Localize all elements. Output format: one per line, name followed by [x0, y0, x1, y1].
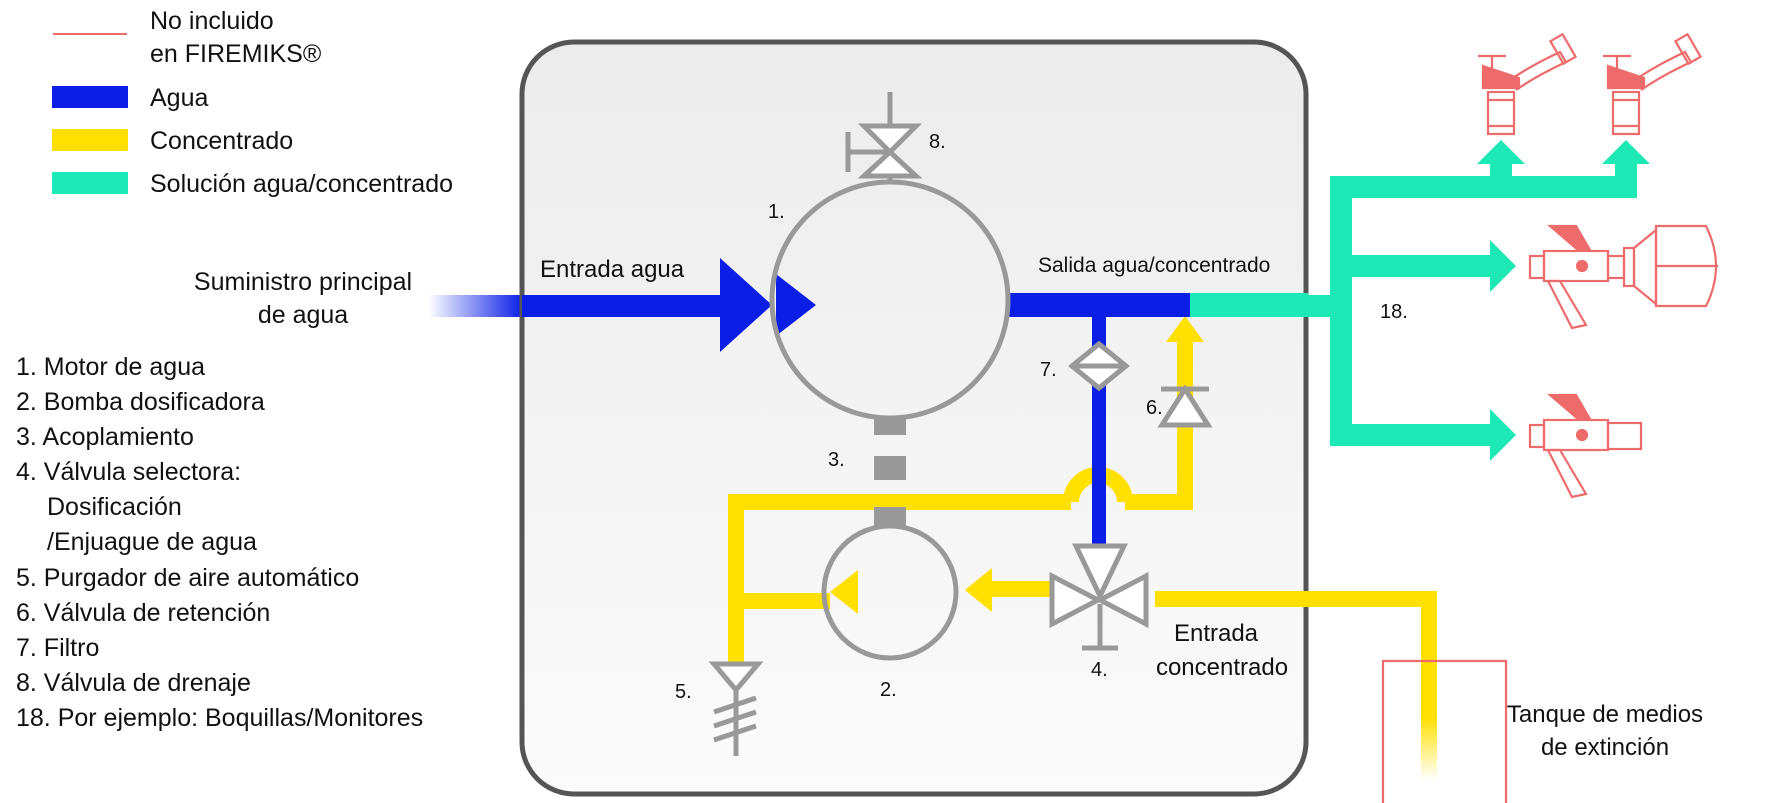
- marker-coupling: 3.: [828, 449, 845, 471]
- concentrate-feed-vertical: [1421, 591, 1437, 691]
- concentrate-inlet-label-line1: Entrada: [1174, 620, 1259, 647]
- marker-filter: 7.: [1040, 359, 1057, 381]
- concentrate-bypass-vertical: [728, 494, 744, 664]
- selector-valve-top: [1072, 543, 1128, 602]
- foam-nozzle: [1528, 224, 1718, 330]
- coupling-lower: [874, 507, 906, 526]
- marker-check-valve: 6.: [1146, 397, 1163, 419]
- marker-selector-valve: 4.: [1091, 659, 1108, 681]
- air-vent-hatch: [713, 723, 757, 743]
- components-list: 1. Motor de agua 2. Bomba dosificadora 3…: [16, 353, 423, 732]
- arrow-up-icon: [1166, 316, 1204, 342]
- coupling-middle: [874, 456, 906, 480]
- air-vent-hatch: [713, 709, 757, 729]
- legend: No incluido en FIREMIKS® Agua Concentrad…: [52, 7, 453, 198]
- component-item: 4. Válvula selectora:: [16, 458, 241, 486]
- concentrate-piping: [728, 330, 1437, 691]
- component-item: 3. Acoplamiento: [16, 423, 194, 451]
- solution-branch-top: [1330, 176, 1636, 198]
- monitor-nozzle-1: [1478, 32, 1578, 136]
- concentrate-bypass-top: [728, 494, 1071, 510]
- component-item: 2. Bomba dosificadora: [16, 388, 265, 416]
- component-item: 5. Purgador de aire automático: [16, 564, 359, 592]
- arrow-up-icon: [1602, 140, 1650, 164]
- legend-water-label: Agua: [150, 84, 208, 112]
- tank-label-line1: Tanque de medios: [1507, 701, 1703, 728]
- legend-concentrate-label: Concentrado: [150, 127, 293, 155]
- component-item: 7. Filtro: [16, 634, 99, 662]
- marker-outlets: 18.: [1380, 301, 1408, 323]
- main-supply-pipe: [428, 295, 523, 317]
- concentrate-to-pump: [990, 581, 1052, 597]
- solution-riser-1: [1490, 160, 1512, 198]
- arrow-right-icon: [1490, 240, 1516, 292]
- component-item: Dosificación: [47, 493, 182, 521]
- component-item: 1. Motor de agua: [16, 353, 205, 381]
- legend-not-included-line2: en FIREMIKS®: [150, 40, 322, 68]
- main-supply-label-line2: de agua: [258, 301, 348, 329]
- arrow-left-icon: [965, 568, 992, 612]
- arrow-right-icon: [720, 258, 772, 352]
- solution-branch-middle: [1330, 255, 1492, 277]
- tank-label-line2: de extinción: [1541, 734, 1669, 761]
- arrow-up-icon: [1477, 140, 1525, 164]
- marker-air-vent: 5.: [675, 681, 692, 703]
- marker-drain-valve: 8.: [929, 131, 946, 153]
- drain-valve-body: [857, 123, 923, 156]
- water-inlet-label: Entrada agua: [540, 256, 685, 283]
- solution-riser-2: [1615, 160, 1637, 198]
- check-valve-body: [1157, 384, 1213, 428]
- solution-branch-bottom: [1330, 424, 1492, 446]
- drain-valve-body: [857, 148, 923, 179]
- jet-nozzle: [1528, 393, 1643, 499]
- dosing-pump-arrow: [830, 570, 858, 614]
- solution-inside-pipe: [1190, 293, 1308, 317]
- concentrate-inlet-label-line2: concentrado: [1156, 654, 1288, 681]
- water-inlet-pipe: [522, 295, 722, 317]
- solution-outlet-label: Salida agua/concentrado: [1038, 254, 1270, 277]
- devices: [708, 92, 1213, 756]
- concentrate-pump-outlet: [744, 593, 830, 609]
- marker-dosing-pump: 2.: [880, 679, 897, 701]
- concentrate-bypass-right: [1125, 494, 1193, 510]
- component-item: 6. Válvula de retención: [16, 599, 270, 627]
- arrow-right-icon: [1490, 409, 1516, 461]
- legend-solution-label: Solución agua/concentrado: [150, 170, 453, 198]
- monitor-nozzle-2: [1603, 32, 1703, 136]
- selector-valve-left: [1049, 571, 1104, 629]
- legend-swatch-concentrate: [52, 129, 128, 151]
- water-motor-inlet-arrow: [776, 274, 816, 336]
- water-outlet-pipe: [1008, 293, 1193, 317]
- water-piping: [522, 258, 1193, 545]
- air-vent: [708, 661, 764, 694]
- component-item: 18. Por ejemplo: Boquillas/Monitores: [16, 704, 423, 732]
- legend-not-included-line1: No incluido: [150, 7, 274, 35]
- legend-swatch-solution: [52, 172, 128, 194]
- solution-manifold: [1330, 176, 1352, 444]
- concentrate-feed-horizontal: [1155, 591, 1437, 607]
- marker-water-motor: 1.: [768, 201, 785, 223]
- component-item: /Enjuague de agua: [47, 528, 257, 556]
- component-item: 8. Válvula de drenaje: [16, 669, 251, 697]
- coupling-upper: [874, 418, 906, 435]
- air-vent-hatch: [713, 695, 757, 715]
- tank-suction-pipe: [1421, 690, 1437, 780]
- extinguishing-media-tank: [1381, 659, 1508, 803]
- selector-valve-right: [1094, 571, 1149, 629]
- legend-swatch-water: [52, 86, 128, 108]
- main-supply-label-line1: Suministro principal: [194, 268, 412, 296]
